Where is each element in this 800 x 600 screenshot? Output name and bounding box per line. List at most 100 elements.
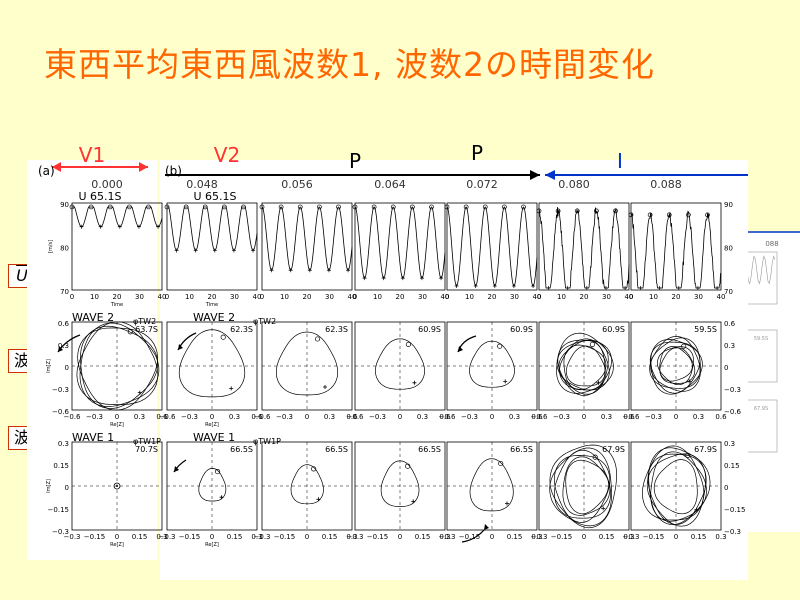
min-marker bbox=[601, 506, 606, 511]
x-tick-label: 0 bbox=[353, 293, 357, 301]
ghost-lat-label: 59.5S bbox=[754, 336, 768, 342]
max-marker bbox=[352, 204, 358, 210]
x-tick-label: 0 bbox=[629, 293, 633, 301]
trajectory bbox=[469, 458, 514, 512]
min-marker bbox=[326, 268, 331, 273]
x-tick-label: 20 bbox=[396, 293, 405, 301]
x-tick-label: −0.15 bbox=[274, 533, 295, 541]
max-marker bbox=[202, 204, 208, 210]
x-tick-label: 0 bbox=[674, 533, 678, 541]
x-tick-label: −0.3 bbox=[645, 413, 662, 421]
y-tick-label: −0.15 bbox=[724, 506, 745, 514]
min-marker bbox=[695, 286, 700, 291]
max-marker bbox=[220, 334, 226, 340]
min-marker bbox=[346, 268, 351, 273]
x-tick-label: 40 bbox=[533, 293, 542, 301]
x-tick-label: −0.3 bbox=[553, 413, 570, 421]
y-tick-label: 90 bbox=[60, 201, 69, 209]
x-tick-label: −0.15 bbox=[367, 533, 388, 541]
x-tick-label: −0.15 bbox=[84, 533, 105, 541]
x-tick-label: 0.6 bbox=[346, 413, 358, 421]
x-tick-label: 0 bbox=[305, 533, 309, 541]
x-tick-label: 0.15 bbox=[322, 533, 338, 541]
max-marker bbox=[164, 204, 170, 210]
arrowhead bbox=[174, 466, 179, 472]
figure-a-bg bbox=[27, 160, 157, 560]
min-marker bbox=[362, 276, 367, 281]
plot-frame bbox=[446, 202, 538, 291]
max-marker bbox=[497, 343, 503, 349]
min-marker bbox=[503, 379, 508, 384]
x-tick-label: 0 bbox=[70, 293, 74, 301]
max-marker bbox=[183, 204, 189, 210]
x-tick-label: 40 bbox=[625, 293, 634, 301]
row-phi-wave2: φTW2 bbox=[133, 317, 156, 326]
x-tick-label: −0.6 bbox=[159, 413, 177, 421]
x-tick-label: 30 bbox=[510, 293, 519, 301]
arrow-label-i: I bbox=[617, 149, 623, 173]
x-tick-label: −0.6 bbox=[623, 413, 641, 421]
x-tick-label: 40 bbox=[717, 293, 726, 301]
u-series-line bbox=[538, 206, 630, 289]
trajectory bbox=[198, 468, 227, 502]
min-marker bbox=[212, 248, 217, 253]
y-tick-label: −0.15 bbox=[48, 506, 69, 514]
latitude-label: 63.7S bbox=[135, 325, 158, 334]
x-tick-label: 0.15 bbox=[599, 533, 615, 541]
row-phi-wave2: φTW2 bbox=[253, 317, 276, 326]
plot-frame bbox=[166, 202, 258, 291]
min-marker bbox=[251, 248, 256, 253]
x-tick-label: 0 bbox=[490, 413, 494, 421]
max-marker bbox=[574, 208, 580, 214]
max-marker bbox=[498, 460, 504, 467]
x-tick-label: 0 bbox=[445, 293, 449, 301]
max-marker bbox=[259, 204, 265, 210]
arrowhead bbox=[545, 170, 555, 180]
x-tick-label: 0.15 bbox=[227, 533, 243, 541]
max-marker bbox=[613, 208, 618, 214]
min-marker bbox=[412, 380, 417, 385]
min-marker bbox=[565, 286, 570, 291]
x-tick-label: 20 bbox=[488, 293, 497, 301]
x-tick-label: 40 bbox=[348, 293, 357, 301]
arrowhead bbox=[458, 346, 463, 352]
x-tick-label: 0 bbox=[260, 293, 264, 301]
max-marker bbox=[666, 212, 672, 218]
y-axis-label: [m/s] bbox=[48, 240, 54, 253]
max-marker bbox=[647, 212, 653, 218]
arrow-label-v2: V2 bbox=[214, 143, 240, 167]
x-tick-label: −0.3 bbox=[461, 413, 478, 421]
min-marker bbox=[638, 286, 643, 291]
min-marker bbox=[715, 286, 720, 291]
x-tick-label: 0.3 bbox=[229, 413, 240, 421]
trajectory bbox=[653, 459, 698, 515]
max-marker bbox=[463, 204, 469, 210]
u-series-line bbox=[167, 206, 258, 251]
x-tick-label: 0.6 bbox=[156, 413, 168, 421]
max-marker bbox=[685, 452, 691, 458]
min-marker bbox=[136, 224, 141, 229]
trajectory bbox=[659, 346, 693, 382]
min-marker bbox=[323, 385, 327, 389]
x-tick-label: −0.3 bbox=[369, 413, 386, 421]
latitude-label: 60.9S bbox=[418, 325, 441, 334]
y-tick-label: −0.6 bbox=[724, 408, 742, 416]
fixed-point-marker bbox=[116, 485, 118, 487]
row-title-wave1: WAVE 1 bbox=[193, 431, 235, 444]
max-marker bbox=[592, 454, 598, 460]
x-axis-label: Re[Z] bbox=[110, 422, 124, 428]
x-tick-label: 0.15 bbox=[507, 533, 523, 541]
max-marker bbox=[371, 204, 377, 210]
rotation-arrow bbox=[461, 524, 489, 543]
min-marker bbox=[229, 386, 234, 391]
panel-tag-b: (b) bbox=[165, 164, 182, 178]
